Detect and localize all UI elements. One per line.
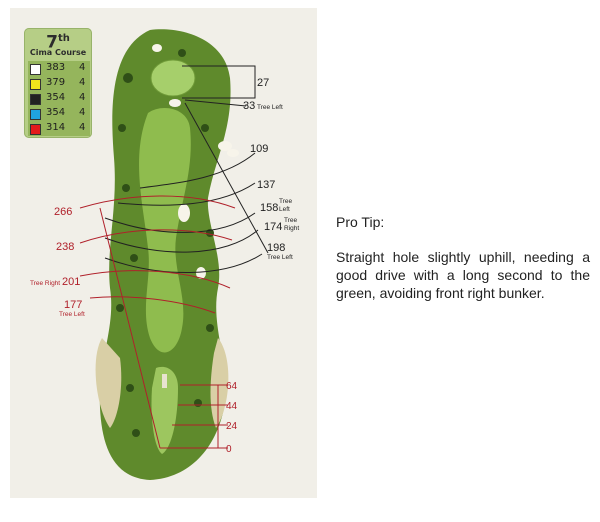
- pro-tip-panel: Pro Tip: Straight hole slightly uphill, …: [336, 214, 590, 302]
- tree: [130, 254, 138, 262]
- tree: [132, 429, 140, 437]
- hole-number-suffix: th: [57, 33, 70, 44]
- bunker: [152, 44, 162, 52]
- tee-par: 4: [79, 92, 86, 103]
- hole-scorecard: 7th Cima Course 383 4 379 4 354 4 354 4 314 4: [24, 28, 92, 138]
- tee-color-swatch: [30, 109, 41, 120]
- label-177-note: Tree Left: [59, 311, 85, 318]
- tee-yards: 379: [46, 77, 66, 88]
- label-109: 109: [250, 143, 268, 155]
- label-201-note: Tree Right: [30, 280, 60, 287]
- arc-109: [139, 152, 256, 189]
- bunker: [218, 141, 232, 151]
- tee-yards: 354: [46, 107, 66, 118]
- pro-tip-heading: Pro Tip:: [336, 214, 385, 230]
- arc-201: [79, 270, 231, 289]
- tree: [201, 124, 209, 132]
- arc-137: [117, 182, 256, 206]
- label-24: 24: [226, 421, 238, 432]
- label-64: 64: [226, 381, 238, 392]
- label-198: 198: [267, 242, 285, 254]
- tree: [122, 184, 130, 192]
- tree: [206, 324, 214, 332]
- label-158-note-2: Left: [279, 206, 290, 213]
- tee-row: 379 4: [28, 76, 90, 91]
- tee-row: 354 4: [28, 106, 90, 121]
- hole-number: 7th: [24, 29, 92, 53]
- label-33: 33: [243, 100, 255, 112]
- label-44: 44: [226, 401, 238, 412]
- tee-color-swatch: [30, 79, 41, 90]
- tree: [126, 384, 134, 392]
- arc-198: [104, 253, 263, 274]
- arc-158: [104, 212, 256, 233]
- tee-color-swatch: [30, 94, 41, 105]
- bunker: [227, 149, 239, 157]
- bunker: [178, 204, 190, 222]
- waste-area: [95, 338, 122, 428]
- green-depth-bracket: [182, 65, 256, 99]
- arc-174: [104, 229, 259, 253]
- label-177: 177: [64, 299, 82, 311]
- arc-238: [79, 229, 233, 244]
- tee-row: 383 4: [28, 61, 90, 76]
- label-174-note-1: Tree: [284, 217, 298, 224]
- tree: [118, 124, 126, 132]
- tee-yards: 354: [46, 92, 66, 103]
- label-238: 238: [56, 241, 74, 253]
- label-174: 174: [264, 221, 282, 233]
- hole-number-value: 7: [46, 32, 58, 53]
- line-tee-to-266: [99, 207, 161, 449]
- label-0: 0: [226, 444, 232, 455]
- putting-green: [150, 59, 196, 97]
- label-137: 137: [257, 179, 275, 191]
- tee-yards: 383: [46, 62, 66, 73]
- label-266: 266: [54, 206, 72, 218]
- bunker: [169, 99, 181, 107]
- label-198-note: Tree Left: [267, 254, 293, 261]
- course-name: Cima Course: [29, 48, 87, 57]
- tee-box: [151, 366, 178, 454]
- cart-path: [162, 374, 167, 388]
- pro-tip-body: Straight hole slightly uphill, needing a…: [336, 249, 590, 301]
- tee-row: 354 4: [28, 91, 90, 106]
- tee-par: 4: [79, 77, 86, 88]
- tree: [116, 304, 124, 312]
- tee-color-swatch: [30, 124, 41, 135]
- tee-row: 314 4: [28, 121, 90, 136]
- label-158-note-1: Tree: [279, 198, 293, 205]
- tee-yards: 314: [46, 122, 66, 133]
- line-33: [184, 99, 247, 107]
- course-layout: 27 33 Tree Left 109 137 158 Tree Left 17…: [30, 29, 299, 480]
- arc-266: [79, 195, 236, 209]
- hole-map: 27 33 Tree Left 109 137 158 Tree Left 17…: [10, 8, 317, 498]
- tree: [194, 399, 202, 407]
- bunker: [196, 267, 206, 279]
- label-33-note: Tree Left: [257, 104, 283, 111]
- label-174-note-2: Right: [284, 225, 299, 232]
- line-green-to-198: [184, 102, 269, 254]
- tee-par: 4: [79, 62, 86, 73]
- label-201: 201: [62, 276, 80, 288]
- tree: [123, 73, 133, 83]
- label-27: 27: [257, 77, 269, 89]
- label-158: 158: [260, 202, 278, 214]
- tee-color-swatch: [30, 64, 41, 75]
- tee-par: 4: [79, 122, 86, 133]
- arc-177: [89, 296, 216, 314]
- tee-par: 4: [79, 107, 86, 118]
- tree: [178, 49, 186, 57]
